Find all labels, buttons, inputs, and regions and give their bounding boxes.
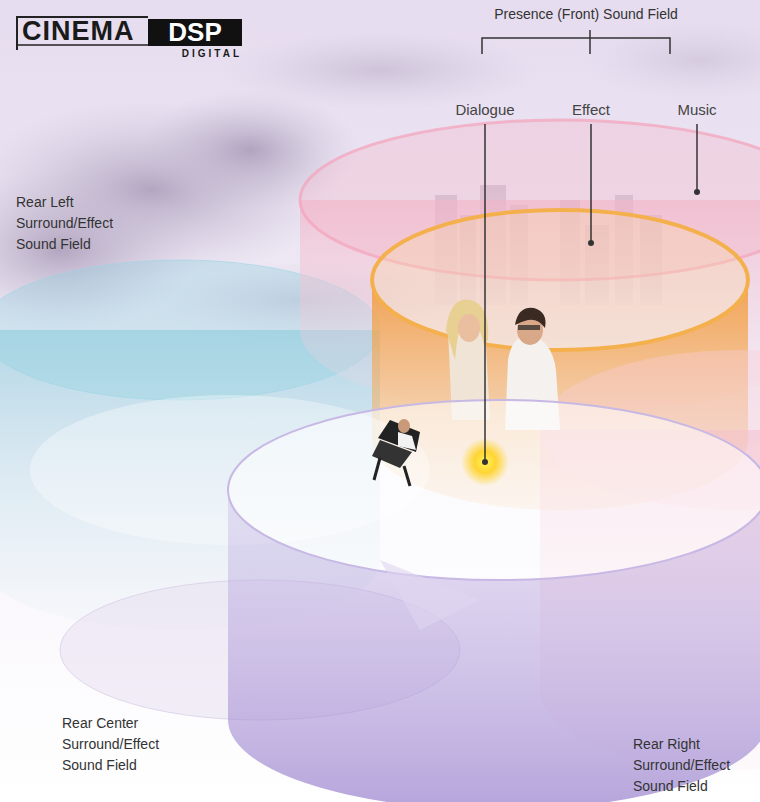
presence-bracket — [482, 30, 670, 54]
field-label: Music — [657, 100, 737, 120]
leader-lines — [485, 124, 697, 462]
group-heading: Presence (Front) Sound Field — [466, 5, 706, 23]
field-label: Dialogue — [445, 100, 525, 120]
logo-badge: DSP — [148, 19, 242, 46]
logo-word: CINEMA — [22, 17, 135, 45]
field-label: Effect — [551, 100, 631, 120]
rear-center-cylinder — [228, 400, 760, 802]
field-label: Rear Right Surround/Effect Sound Field — [633, 734, 759, 797]
leader-dots — [482, 189, 700, 465]
logo-frame — [17, 17, 148, 50]
field-label: Rear Left Surround/Effect Sound Field — [16, 192, 142, 255]
logo-subtitle: DIGITAL — [170, 48, 242, 60]
field-label: Rear Center Surround/Effect Sound Field — [62, 713, 188, 776]
listener-chair — [372, 419, 420, 486]
